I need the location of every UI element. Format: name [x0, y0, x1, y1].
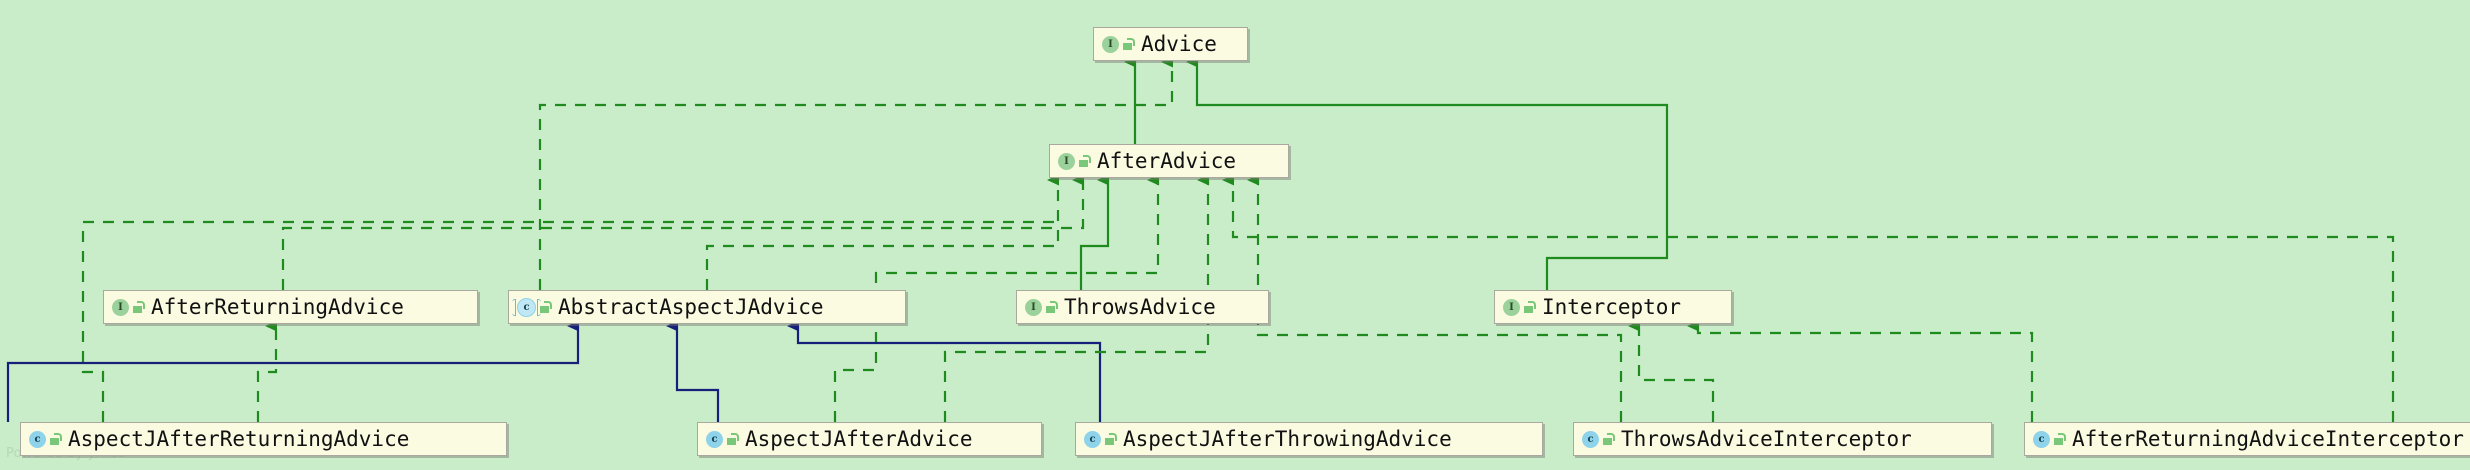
- uml-node-aspectJAfterReturningAdvice[interactable]: c AspectJAfterReturningAdvice: [20, 422, 507, 456]
- uml-node-afterReturningAdviceInterceptor[interactable]: c AfterReturningAdviceInterceptor: [2024, 422, 2470, 456]
- interface-icon: I: [1102, 35, 1119, 53]
- interface-icon: I: [1025, 298, 1042, 316]
- unlocked-icon: [1603, 433, 1615, 445]
- uml-node-label: ThrowsAdvice: [1064, 294, 1216, 319]
- uml-node-label: AbstractAspectJAdvice: [558, 294, 824, 319]
- class-icon: c: [29, 430, 46, 448]
- class-icon: c: [2033, 430, 2050, 448]
- uml-node-afterReturningAdvice[interactable]: I AfterReturningAdvice: [103, 290, 478, 324]
- unlocked-icon: [1123, 38, 1135, 50]
- uml-node-advice[interactable]: I Advice: [1093, 27, 1248, 61]
- edge-afterReturningAdvice-afterAdvice: [281, 174, 1085, 290]
- unlocked-icon: [1524, 301, 1536, 313]
- edge-throwsAdvice-afterAdvice: [1079, 174, 1110, 290]
- uml-node-label: ThrowsAdviceInterceptor: [1621, 426, 1912, 451]
- uml-node-label: AfterAdvice: [1097, 148, 1237, 173]
- interface-icon: I: [1058, 152, 1075, 170]
- unlocked-icon: [50, 433, 62, 445]
- unlocked-icon: [1046, 301, 1058, 313]
- uml-node-label: AspectJAfterAdvice: [745, 426, 973, 451]
- uml-node-throwsAdviceInterceptor[interactable]: c ThrowsAdviceInterceptor: [1573, 422, 1992, 456]
- unlocked-icon: [1079, 155, 1091, 167]
- unlocked-icon: [1105, 433, 1117, 445]
- interface-icon: I: [1503, 298, 1520, 316]
- edge-aspectJAfterReturningAdvice-abstractAspectJAdvice: [6, 320, 580, 422]
- uml-node-label: AfterReturningAdviceInterceptor: [2072, 426, 2464, 451]
- edge-aspectJAfterThrowingAdvice-abstractAspectJAdvice: [787, 320, 1102, 422]
- uml-node-label: Interceptor: [1542, 294, 1682, 319]
- uml-node-label: AspectJAfterThrowingAdvice: [1123, 426, 1452, 451]
- unlocked-icon: [2054, 433, 2066, 445]
- uml-node-abstractAspectJAdvice[interactable]: c AbstractAspectJAdvice: [508, 290, 906, 324]
- edge-aspectJAfterReturningAdvice-afterReturningAdvice: [256, 320, 278, 422]
- uml-node-aspectJAfterThrowingAdvice[interactable]: c AspectJAfterThrowingAdvice: [1075, 422, 1543, 456]
- uml-node-throwsAdvice[interactable]: I ThrowsAdvice: [1016, 290, 1269, 324]
- edge-abstractAspectJAdvice-afterAdvice: [705, 174, 1060, 290]
- uml-node-interceptor[interactable]: I Interceptor: [1494, 290, 1732, 324]
- interface-icon: I: [112, 298, 129, 316]
- uml-node-afterAdvice[interactable]: I AfterAdvice: [1049, 144, 1289, 178]
- edge-throwsAdviceInterceptor-interceptor: [1628, 320, 1715, 422]
- edge-aspectJAfterAdvice-abstractAspectJAdvice: [666, 320, 720, 422]
- edge-afterReturningAdviceInterceptor-interceptor: [1687, 320, 2034, 422]
- class-icon: c: [1084, 430, 1101, 448]
- unlocked-icon: [133, 301, 145, 313]
- abstract-class-icon: c: [512, 297, 541, 317]
- uml-node-label: AfterReturningAdvice: [151, 294, 404, 319]
- unlocked-icon: [727, 433, 739, 445]
- uml-node-label: Advice: [1141, 31, 1217, 56]
- class-icon: c: [1582, 430, 1599, 448]
- edge-afterReturningAdviceInterceptor-afterAdvice: [1222, 174, 2395, 422]
- uml-node-label: AspectJAfterReturningAdvice: [68, 426, 410, 451]
- unlocked-icon: [540, 301, 552, 313]
- class-icon: c: [706, 430, 723, 448]
- uml-node-aspectJAfterAdvice[interactable]: c AspectJAfterAdvice: [697, 422, 1042, 456]
